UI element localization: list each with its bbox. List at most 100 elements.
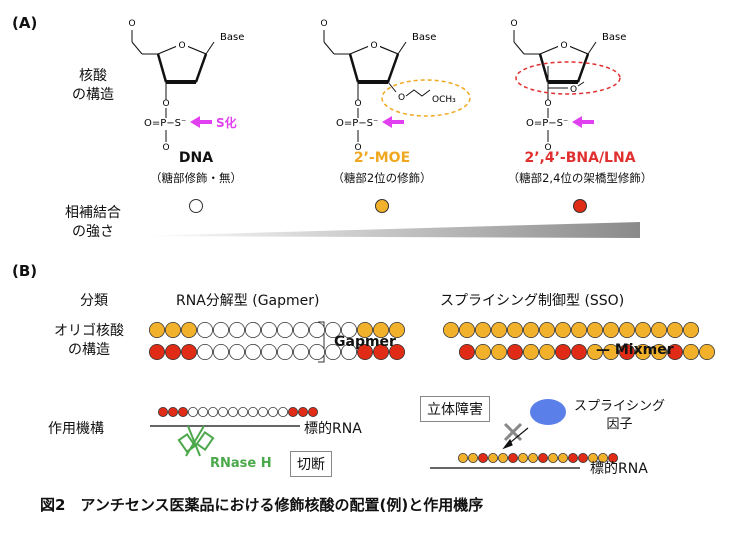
nucleotide-bead <box>227 407 238 418</box>
moe-structure: O Base O O=P−S⁻ O O OCH₃ <box>318 17 471 153</box>
section-a-label: (A) <box>12 14 38 32</box>
nucleotide-bead <box>276 344 293 361</box>
nucleotide-bead <box>528 452 539 463</box>
moe-strength-dot <box>375 199 389 213</box>
nucleotide-bead <box>587 321 604 338</box>
nucleotide-bead <box>568 452 579 463</box>
svg-text:O: O <box>178 41 185 51</box>
svg-text:O: O <box>162 143 169 153</box>
svg-text:Base: Base <box>602 32 626 43</box>
nucleotide-bead <box>372 344 389 361</box>
nucleotide-bead <box>490 321 507 338</box>
nucleotide-bead <box>474 321 491 338</box>
nucleotide-bead <box>157 407 168 418</box>
svg-text:O: O <box>354 143 361 153</box>
dna-title: DNA <box>178 150 214 166</box>
s-modification-note: S化 <box>216 115 237 130</box>
nucleotide-bead <box>490 344 507 361</box>
sso-bound-strand <box>457 452 619 463</box>
block-arrow-icon <box>502 427 529 450</box>
svg-text:O: O <box>544 99 551 109</box>
dna-strength-dot <box>189 199 203 213</box>
svg-text:O: O <box>398 93 405 103</box>
nucleotide-bead <box>635 344 652 361</box>
nucleotide-bead <box>267 407 278 418</box>
classification-label: 分類 <box>80 293 108 309</box>
nucleotide-bead <box>487 452 498 463</box>
sso-column-title: スプライシング制御型 (SSO) <box>440 293 625 309</box>
nucleotide-bead <box>523 344 540 361</box>
nucleotide-bead <box>260 344 277 361</box>
svg-text:O=P−S⁻: O=P−S⁻ <box>144 118 186 129</box>
nucleotide-bead <box>340 344 357 361</box>
nucleotide-bead <box>598 452 609 463</box>
nucleotide-bead <box>207 407 218 418</box>
nucleotide-bead <box>699 344 716 361</box>
cleavage-box: 切断 <box>290 451 332 477</box>
nucleotide-bead <box>571 344 588 361</box>
gapmer-target-rna-label: 標的RNA <box>304 421 362 437</box>
rnase-h-label: RNase H <box>210 456 272 471</box>
section-b-label: (B) <box>12 262 38 280</box>
steric-hindrance-box: 立体障害 <box>420 396 490 422</box>
nucleotide-bead <box>197 407 208 418</box>
nucleotide-bead <box>388 321 405 338</box>
nucleotide-bead <box>372 321 389 338</box>
oligo-structure-line2: の構造 <box>68 342 110 358</box>
binding-strength-label: 相補結合 の強さ <box>48 204 138 242</box>
nucleotide-bead <box>588 452 599 463</box>
nucleotide-bead <box>603 321 620 338</box>
nucleotide-bead <box>518 452 529 463</box>
nucleotide-bead <box>442 321 459 338</box>
binding-strength-gradient <box>138 222 640 238</box>
nucleotide-bead <box>297 407 308 418</box>
oligo-structure-line1: オリゴ核酸 <box>54 323 124 339</box>
gapmer-lna-strand <box>148 344 405 361</box>
dna-structure: O Base O O=P−S⁻ O S化 <box>126 17 244 153</box>
oligo-structure-label: オリゴ核酸 の構造 <box>34 322 144 360</box>
gapmer-column-title: RNA分解型 (Gapmer) <box>176 293 320 309</box>
sso-moe-strand <box>442 321 700 338</box>
nucleotide-bead <box>603 344 620 361</box>
nucleotide-bead <box>548 452 559 463</box>
nucleotide-bead <box>635 321 652 338</box>
svg-text:O: O <box>544 143 551 153</box>
nucleotide-bead <box>587 344 604 361</box>
nucleotide-bead <box>228 321 245 338</box>
nucleotide-bead <box>555 344 572 361</box>
nucleotide-bead <box>180 321 197 338</box>
nucleotide-bead <box>651 321 668 338</box>
nucleotide-bead <box>651 344 668 361</box>
nucleotide-bead <box>180 344 197 361</box>
nucleotide-bead <box>292 344 309 361</box>
nucleotide-bead <box>237 407 248 418</box>
moe-highlight-ellipse <box>381 79 471 117</box>
splicing-factor-line1: スプライシング <box>574 399 666 414</box>
svg-text:O=P−S⁻: O=P−S⁻ <box>526 118 568 129</box>
svg-text:O: O <box>370 41 377 51</box>
nucleotide-bead <box>608 452 619 463</box>
nucleotide-bead <box>228 344 245 361</box>
nucleotide-bead <box>539 344 556 361</box>
structure-row-label: 核酸 の構造 <box>48 67 138 105</box>
nucleotide-bead <box>324 344 341 361</box>
nucleotide-bead <box>388 344 405 361</box>
gapmer-bracket <box>318 321 325 363</box>
lna-strength-dot <box>573 199 587 213</box>
nucleotide-bead <box>457 452 468 463</box>
lna-structure: O Base O O=P−S⁻ O O <box>508 17 626 153</box>
svg-text:O: O <box>560 41 567 51</box>
nucleotide-bead <box>277 407 288 418</box>
nucleotide-bead <box>539 321 556 338</box>
nucleotide-bead <box>324 321 341 338</box>
nucleotide-bead <box>164 344 181 361</box>
lna-title: 2’,4’-BNA/LNA <box>524 150 636 166</box>
figure-caption: 図2 アンチセンス医薬品における修飾核酸の配置(例)と作用機序 <box>40 496 484 514</box>
nucleotide-bead <box>308 344 325 361</box>
gapmer-moe-strand <box>148 321 405 338</box>
nucleotide-bead <box>458 321 475 338</box>
svg-text:O=P−S⁻: O=P−S⁻ <box>336 118 378 129</box>
nucleotide-bead <box>683 344 700 361</box>
sso-mixmer-strand <box>458 344 716 361</box>
nucleotide-bead <box>340 321 357 338</box>
